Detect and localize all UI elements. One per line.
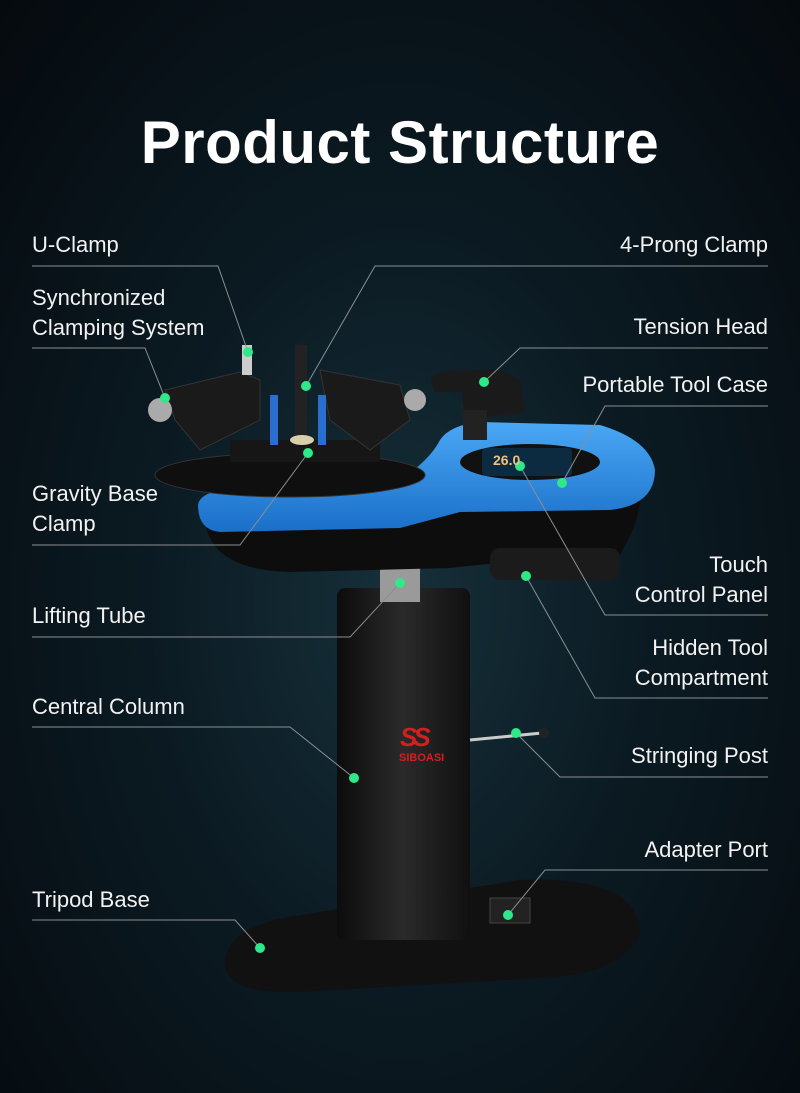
- leader-toolcase: [561, 405, 768, 484]
- dot-u-clamp: [243, 347, 253, 357]
- dot-post: [511, 728, 521, 738]
- hidden-tool-compartment: [490, 548, 620, 580]
- screen-tension-value: 26.0: [493, 452, 521, 468]
- leader-u-clamp: [32, 265, 249, 353]
- label-tension-head: Tension Head: [633, 314, 768, 339]
- label-adapter-port: Adapter Port: [644, 837, 768, 862]
- tension-head: [430, 369, 525, 420]
- clamp-arm-right: [319, 369, 411, 451]
- dot-column: [349, 773, 359, 783]
- brand-name: SIBOASI: [399, 752, 445, 764]
- dot-tripod: [255, 943, 265, 953]
- leader-sync: [32, 347, 166, 399]
- dot-sync: [160, 393, 170, 403]
- marker-dots: [160, 347, 567, 953]
- dot-gravity: [303, 448, 313, 458]
- label-central-column: Central Column: [32, 694, 185, 719]
- label-stringing-post: Stringing Post: [631, 743, 768, 768]
- leader-post: [515, 732, 768, 778]
- brand-logo: SS: [400, 722, 431, 752]
- leader-adapter: [507, 869, 768, 916]
- central-column: [337, 588, 470, 940]
- page-title: Product Structure: [140, 109, 660, 176]
- dot-touch: [515, 461, 525, 471]
- leader-tension: [483, 347, 768, 383]
- leader-column: [32, 726, 355, 779]
- label-tripod-base: Tripod Base: [32, 887, 150, 912]
- label-4-prong-clamp: 4-Prong Clamp: [620, 232, 768, 257]
- leader-tripod: [32, 919, 261, 949]
- leader-4prong: [305, 265, 768, 387]
- dot-adapter: [503, 910, 513, 920]
- label-portable-tool-case: Portable Tool Case: [582, 372, 769, 397]
- dot-lifting: [395, 578, 405, 588]
- dot-toolcase: [557, 478, 567, 488]
- dot-hidden: [521, 571, 531, 581]
- dot-tension: [479, 377, 489, 387]
- leader-lifting: [32, 582, 401, 638]
- leader-lines: [32, 265, 768, 949]
- leader-gravity: [32, 452, 309, 546]
- label-lifting-tube: Lifting Tube: [32, 603, 146, 628]
- dot-4prong: [301, 381, 311, 391]
- leader-touch: [519, 465, 768, 616]
- label-u-clamp: U-Clamp: [32, 232, 119, 257]
- clamp-arm-left: [164, 371, 261, 451]
- stringing-post: [469, 731, 543, 742]
- leader-hidden: [525, 575, 768, 699]
